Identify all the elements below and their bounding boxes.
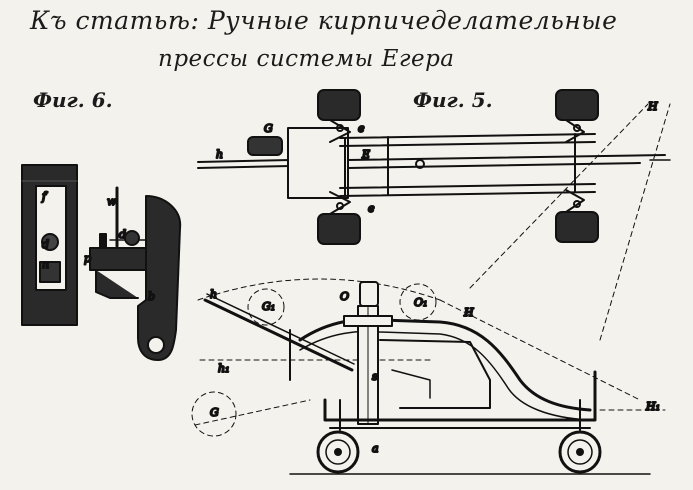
letter-s: s: [372, 370, 378, 383]
side-wheel-rear: [558, 430, 602, 474]
letter-G1: G₁: [262, 300, 275, 313]
letter-d-right: d: [119, 228, 126, 241]
letter-e-bottom: e: [368, 202, 375, 215]
plan-weight-G: [247, 136, 283, 156]
letter-E: E: [361, 148, 370, 161]
letter-b: b: [148, 290, 155, 303]
fig6-label: Фиг. 6.: [33, 88, 113, 112]
letter-n: n: [42, 258, 49, 271]
letter-h-side: h: [210, 288, 217, 301]
plan-handle: [197, 159, 291, 163]
plan-press-body: [287, 127, 349, 199]
side-handle-lever: [203, 298, 354, 372]
side-chassis: [323, 370, 597, 422]
letter-G-side: G: [210, 406, 219, 419]
side-wheel-front: [316, 430, 360, 474]
letter-h-plan: h: [216, 148, 223, 161]
plan-wheel-rear-bottom: [555, 211, 599, 243]
title-line-1: Къ статьѣ: Ручные кирпичеделательные: [30, 6, 618, 35]
fig5-side-view: h G₁ O O₁ H h₁ G H₁ a s: [191, 278, 666, 475]
fig6-lever: [89, 186, 182, 361]
letter-p: p: [84, 252, 91, 265]
letter-d-left: d: [42, 238, 49, 251]
letter-O1: O₁: [414, 296, 427, 309]
letter-f: f: [41, 190, 48, 203]
letter-H1: H₁: [645, 400, 660, 413]
letter-e-top: e: [358, 122, 365, 135]
letter-G-plan: G: [264, 122, 273, 135]
fig5-label: Фиг. 5.: [413, 88, 493, 112]
fig6-detail: f d n p w d b: [21, 164, 182, 361]
plan-wheel-front-top: [317, 89, 361, 121]
letter-w: w: [107, 195, 117, 208]
letter-O: O: [340, 290, 349, 303]
letter-h1: h₁: [218, 362, 230, 375]
plan-wheel-rear-top: [555, 89, 599, 121]
plan-wheel-front-bottom: [317, 213, 361, 245]
fig5-plan-view: G h E e e H: [197, 89, 671, 341]
letter-a: a: [372, 442, 379, 455]
letter-H-plan: H: [647, 100, 658, 113]
fig6-left-block: [21, 164, 78, 326]
letter-H-side: H: [463, 306, 474, 319]
title-line-2: прессы системы Егера: [158, 46, 455, 72]
